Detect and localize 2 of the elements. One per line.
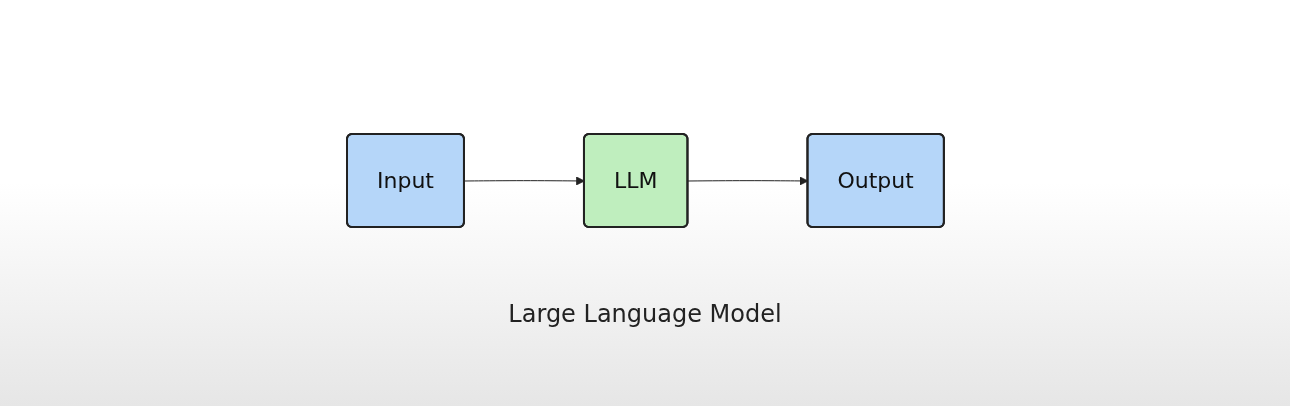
arrow	[687, 176, 808, 185]
node-caption: Large Language Model	[508, 300, 782, 328]
